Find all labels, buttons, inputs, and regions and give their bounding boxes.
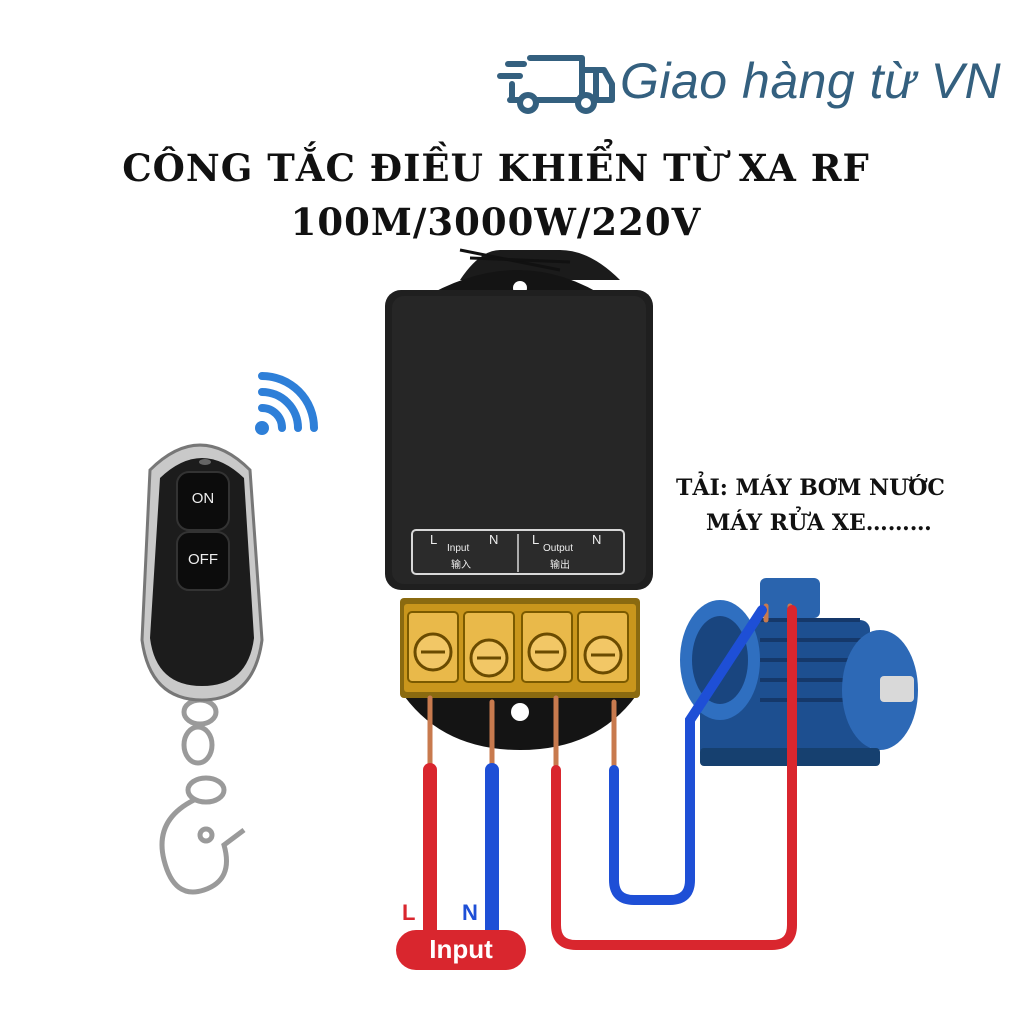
off-button [176,531,230,591]
input-badge [396,930,526,970]
product-title-line1: CÔNG TẮC ĐIỀU KHIỂN TỪ XA RF [122,146,870,190]
neutral-wire-label: N [462,900,478,925]
input-terminal-label: Input [447,543,470,554]
off-button-label: OFF [188,551,218,568]
electric-motor [680,578,918,766]
live-wire-label: L [402,900,416,925]
on-button-label: ON [191,490,215,507]
load-note-line2: MÁY RỬA XE……… [706,510,932,536]
load-note-line1: TẢI: MÁY BƠM NƯỚC [676,475,945,501]
terminal-n1-label: N [489,532,499,547]
output-terminal-cn-label: 输出 [550,560,570,571]
wifi-signal-icon [255,372,318,435]
terminal-l2-label: L [532,532,540,547]
brand-text: Giao hàng từ VN [620,53,1002,109]
relay-module [385,248,653,750]
on-button [176,471,230,531]
terminal-l1-label: L [430,532,438,547]
output-terminal-label: Output [543,543,574,554]
input-terminal-cn-label: 输入 [451,560,471,571]
terminal-n2-label: N [592,532,602,547]
delivery-truck-icon [497,55,615,114]
remote-control [140,443,264,895]
product-title-line2: 100M/3000W/220V [290,200,702,244]
input-badge-label: Input [429,934,493,964]
